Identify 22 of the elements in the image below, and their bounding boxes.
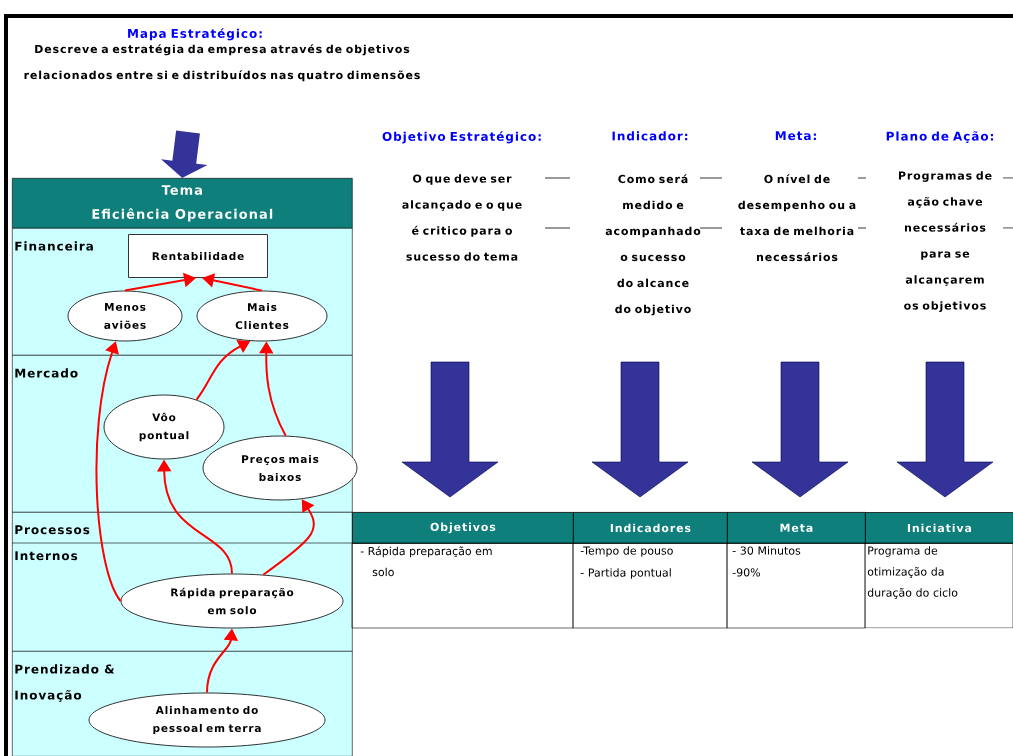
table-cell: - Rápida preparação em solo [351, 542, 574, 629]
title-text: Mapa Estratégico: [128, 28, 262, 41]
table-header-cell: Objetivos [352, 512, 574, 544]
description-text: Programas de ação chave necessários para se alcançarem os objetivos [898, 171, 992, 312]
title-text: Indicador: [612, 131, 688, 141]
description-text: O que deve ser alcançado e o que é critico para o sucesso do tema [402, 174, 522, 261]
title-text: Plano de Ação: [886, 131, 993, 143]
description-text: Descreve a estratégia da empresa através de objetivos relacionados entre si e distribuídos nas quatro dimensões [24, 44, 420, 82]
description-text: Como será medido e acompanhado o sucesso do alcance do objetivo [605, 174, 701, 316]
table-cell: Programa de otimização da duração do ciclo [864, 542, 1013, 629]
header-band: Tema Eficiência Operacional [12, 178, 353, 229]
title-text: Meta: [775, 131, 816, 141]
table-cell: - 30 Minutos -90% [726, 542, 866, 629]
objective-box: Rentabilidade [128, 234, 268, 278]
description-text: O nível de desempenho ou a taxa de melhoria necessários [738, 174, 856, 262]
table-cell: -Tempo de pouso - Partida pontual [572, 542, 728, 629]
table-header-cell: Iniciativa [865, 512, 1013, 544]
arrow [262, 499, 315, 576]
arrow [95, 341, 122, 602]
table-header-cell: Meta [727, 512, 866, 544]
table-header-cell: Indicadores [573, 512, 728, 544]
title-text: Objetivo Estratégico: [382, 131, 541, 144]
